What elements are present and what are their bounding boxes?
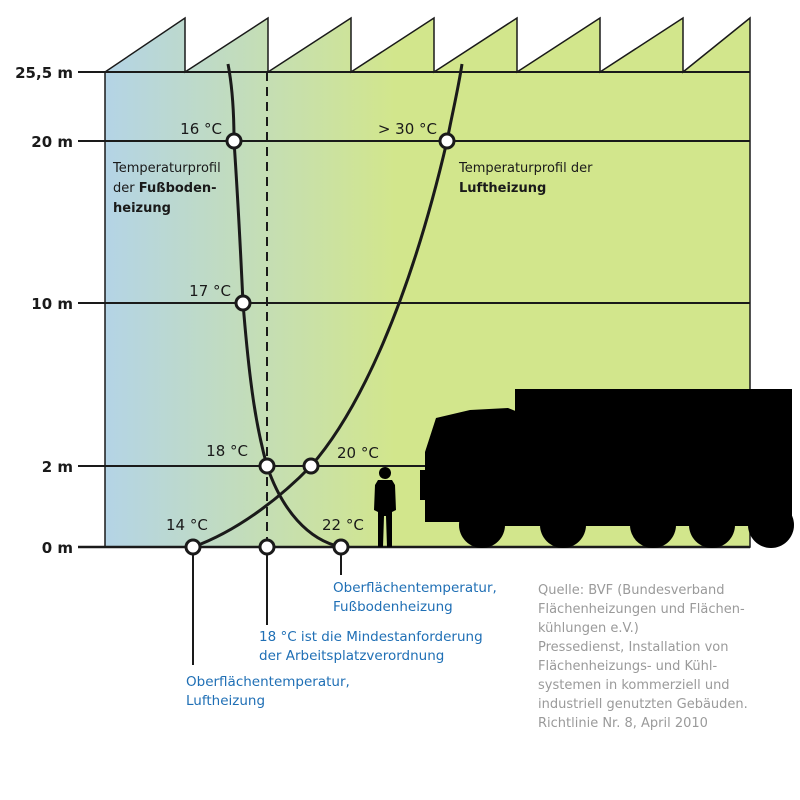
annotation-leaders: [192, 553, 342, 665]
svg-text:der Arbeitsplatzverordnung: der Arbeitsplatzverordnung: [259, 648, 444, 664]
temp-label-floor-surface: 22 °C: [322, 516, 364, 534]
minimum-requirement-annotation: 18 °C ist die Mindestanforderung der Arb…: [259, 629, 483, 664]
svg-text:systemen in kommerziell und: systemen in kommerziell und: [538, 678, 730, 693]
svg-text:Temperaturprofil: Temperaturprofil: [112, 161, 221, 176]
svg-text:der Fußboden-: der Fußboden-: [113, 181, 217, 196]
y-label-25-5m: 25,5 m: [15, 64, 73, 82]
point-floor-surface: [332, 538, 350, 556]
y-label-0m: 0 m: [42, 539, 73, 557]
temp-label-air-2m: 20 °C: [337, 444, 379, 462]
temp-label-floor-2m: 18 °C: [206, 442, 248, 460]
person-silhouette: [374, 467, 396, 547]
temp-label-air-20m: > 30 °C: [378, 120, 437, 138]
svg-text:industriell genutzten Gebäuden: industriell genutzten Gebäuden.: [538, 697, 748, 712]
svg-text:Flächenheizungs- und Kühl-: Flächenheizungs- und Kühl-: [538, 659, 718, 674]
point-floor-10m: [234, 294, 252, 312]
point-air-surface: [184, 538, 202, 556]
point-minimum-floor: [258, 538, 276, 556]
floor-heating-profile-label: Temperaturprofil der Fußboden- heizung: [112, 161, 221, 216]
surface-floor-annotation: Oberflächentemperatur, Fußbodenheizung: [333, 580, 497, 615]
source-citation: Quelle: BVF (Bundesverband Flächenheizun…: [538, 583, 748, 731]
svg-text:Temperaturprofil der: Temperaturprofil der: [458, 161, 593, 176]
svg-text:Luftheizung: Luftheizung: [186, 693, 265, 709]
svg-text:Oberflächentemperatur,: Oberflächentemperatur,: [333, 580, 497, 596]
svg-text:Quelle: BVF (Bundesverband: Quelle: BVF (Bundesverband: [538, 583, 724, 598]
surface-air-annotation: Oberflächentemperatur, Luftheizung: [186, 674, 350, 709]
svg-text:kühlungen e.V.): kühlungen e.V.): [538, 621, 639, 636]
measurement-points: [184, 132, 456, 556]
svg-text:Luftheizung: Luftheizung: [459, 181, 546, 196]
y-label-10m: 10 m: [31, 295, 73, 313]
svg-text:Richtlinie Nr. 8, April 2010: Richtlinie Nr. 8, April 2010: [538, 716, 708, 731]
point-air-2m: [302, 457, 320, 475]
temp-label-air-surface: 14 °C: [166, 516, 208, 534]
truck-silhouette: [420, 389, 794, 548]
point-air-20m: [438, 132, 456, 150]
temperature-labels: 16 °C 17 °C 18 °C 22 °C > 30 °C 20 °C 14…: [166, 120, 437, 534]
y-label-2m: 2 m: [42, 458, 73, 476]
svg-text:Oberflächentemperatur,: Oberflächentemperatur,: [186, 674, 350, 690]
svg-text:heizung: heizung: [113, 201, 171, 216]
svg-text:Pressedienst, Installation von: Pressedienst, Installation von: [538, 640, 728, 655]
temp-label-floor-20m: 16 °C: [180, 120, 222, 138]
svg-text:18 °C ist die Mindestanforderu: 18 °C ist die Mindestanforderung: [259, 629, 483, 645]
y-label-20m: 20 m: [31, 133, 73, 151]
point-floor-20m: [225, 132, 243, 150]
svg-text:Flächenheizungen und Flächen-: Flächenheizungen und Flächen-: [538, 602, 745, 617]
temp-label-floor-10m: 17 °C: [189, 282, 231, 300]
point-floor-2m: [258, 457, 276, 475]
y-axis-labels: 25,5 m 20 m 10 m 2 m 0 m: [15, 64, 73, 557]
air-heating-profile-label: Temperaturprofil der Luftheizung: [458, 161, 593, 196]
air-heating-profile-curve: [192, 63, 464, 549]
svg-text:Fußbodenheizung: Fußbodenheizung: [333, 599, 453, 615]
